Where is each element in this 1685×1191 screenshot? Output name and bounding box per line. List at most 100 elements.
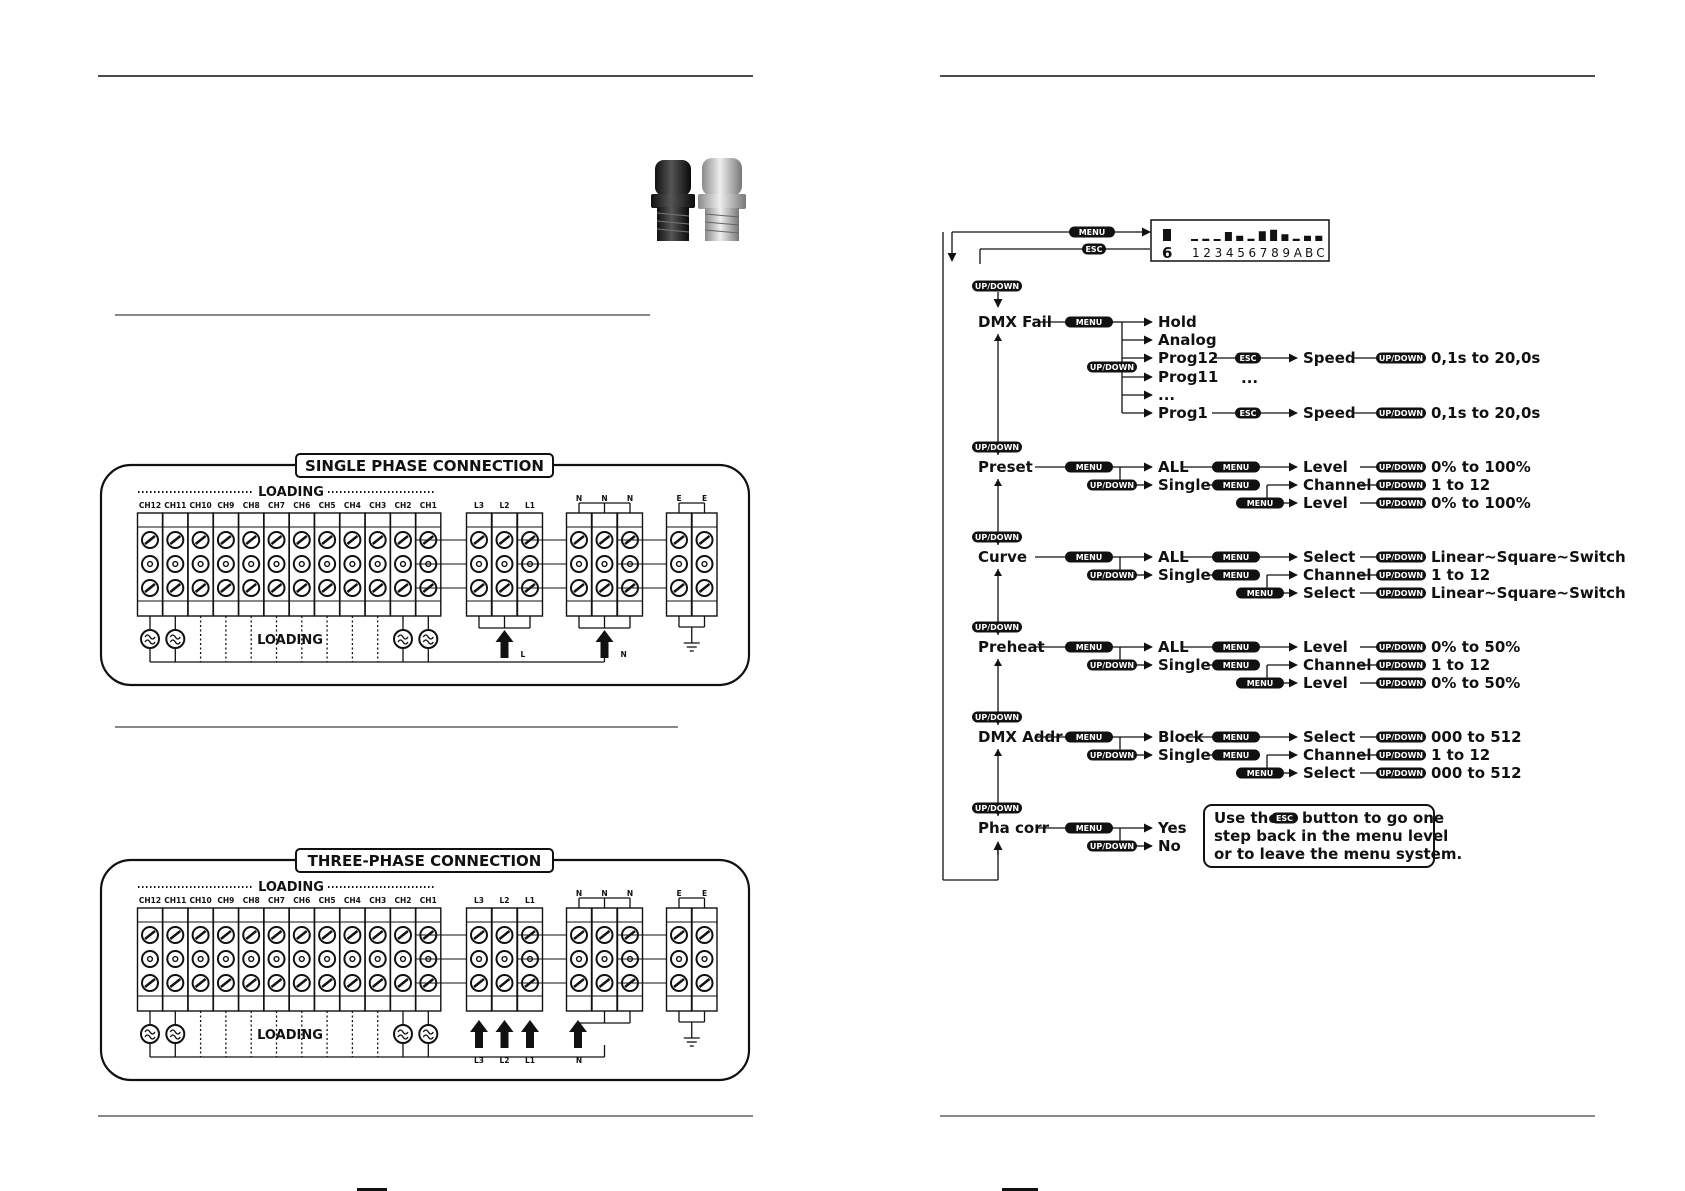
loading-label-bottom: LOADING: [257, 633, 323, 648]
lcd-level-bar: [1304, 235, 1311, 241]
terminal-hole: [349, 560, 356, 568]
menu-key: [1065, 731, 1113, 743]
screw-slot: [598, 535, 611, 545]
terminal-hole: [248, 560, 255, 568]
lcd-level-bar: [1213, 239, 1221, 241]
earth-label: E: [702, 889, 707, 898]
note-line-1b: button to go one: [1302, 809, 1444, 827]
channel-label: CH5: [319, 501, 336, 510]
submenu-param-label: Channel: [1303, 656, 1371, 674]
updown-key-label: UP/DOWN: [1379, 733, 1423, 742]
channel-label: CH9: [217, 501, 234, 510]
updown-key: [1376, 551, 1426, 563]
prog-param-label: Speed: [1303, 349, 1356, 367]
submenu-first-option: ALL: [1158, 548, 1189, 566]
phase-label: L3: [474, 501, 484, 510]
menu-key: [1236, 767, 1284, 779]
screw-slot: [321, 583, 333, 593]
menu-key: [1065, 822, 1113, 834]
screw-slot: [473, 583, 485, 593]
screw-slot: [598, 978, 611, 988]
menu-item-dmx-addr: DMX Addr: [978, 728, 1063, 746]
screw-slot: [346, 930, 359, 940]
lamp-symbol: [393, 629, 413, 649]
menu-key-label: MENU: [1223, 751, 1250, 760]
menu-key: [1236, 497, 1284, 509]
menu-key-label: MENU: [1223, 553, 1250, 562]
neutral-label: N: [601, 494, 607, 503]
screw-slot: [673, 978, 685, 988]
updown-key-label: UP/DOWN: [1379, 499, 1423, 508]
terminal-hole: [399, 560, 407, 568]
screw-slot: [473, 535, 485, 545]
channel-label: CH10: [189, 896, 211, 905]
updown-key: [1087, 659, 1137, 671]
neutral-arrow-label: N: [621, 650, 627, 659]
lamp-filament: [169, 634, 181, 645]
grey-cable-gland: [698, 158, 746, 241]
terminal-screw-mid: [343, 555, 362, 573]
screw-slot: [598, 583, 611, 593]
earth-label: E: [676, 494, 681, 503]
phase-arrow-label: L1: [525, 1056, 535, 1065]
up-arrowhead: [994, 334, 1002, 341]
esc-key-label: ESC: [1085, 245, 1102, 254]
menu-key-label: MENU: [1076, 733, 1103, 742]
updown-key: [972, 441, 1022, 453]
updown-key-label: UP/DOWN: [1379, 751, 1423, 760]
phase-label: L2: [500, 501, 510, 510]
submenu-range-value: Linear~Square~Switch: [1431, 548, 1626, 566]
updown-key: [1087, 749, 1137, 761]
terminal-screw: [670, 555, 688, 573]
terminal-screw: [470, 950, 488, 968]
updown-key: [1376, 479, 1426, 491]
submenu-range-value: 0% to 50%: [1431, 638, 1520, 656]
screw-slot: [698, 978, 711, 988]
channel-label: CH6: [293, 896, 310, 905]
menu-key: [1212, 479, 1260, 491]
screw-slot: [270, 535, 283, 545]
lamp-filament: [397, 1029, 409, 1040]
loading-label-top: LOADING: [258, 880, 324, 895]
screw-slot: [573, 583, 585, 593]
updown-key-label: UP/DOWN: [1090, 661, 1134, 670]
screw-slot: [144, 535, 156, 545]
menu-key: [1212, 749, 1260, 761]
lcd-level-bar: [1224, 232, 1232, 241]
submenu-param-label: Select: [1303, 584, 1355, 602]
phase-arrow-label: L: [521, 650, 526, 659]
submenu-param-label: Channel: [1303, 566, 1371, 584]
esc-key: [1271, 812, 1298, 824]
menu-key-label: MENU: [1223, 733, 1250, 742]
menu-key-label: MENU: [1223, 571, 1250, 580]
lamp-filament: [169, 1029, 181, 1040]
updown-key-label: UP/DOWN: [975, 533, 1019, 542]
pha-corr-option: No: [1158, 837, 1181, 855]
updown-key: [1376, 641, 1426, 653]
screw-slot: [245, 583, 257, 593]
screw-slot: [220, 535, 232, 545]
screw-slot: [698, 930, 711, 940]
screw-slot: [296, 583, 308, 593]
terminal-hole: [475, 560, 483, 568]
neutral-label: N: [576, 889, 582, 898]
terminal-hole: [146, 560, 154, 568]
screw-slot: [296, 930, 308, 940]
channel-label: CH11: [164, 896, 186, 905]
updown-key: [1376, 659, 1426, 671]
screw-slot: [498, 978, 511, 988]
updown-key-label: UP/DOWN: [1090, 363, 1134, 372]
lcd-channel-char: 2: [1203, 246, 1211, 260]
updown-key-label: UP/DOWN: [1379, 769, 1423, 778]
updown-key: [972, 280, 1022, 292]
screw-slot: [169, 535, 182, 545]
terminal-screw-mid: [216, 555, 235, 573]
up-arrowhead: [994, 749, 1002, 756]
updown-key: [972, 531, 1022, 543]
channel-label: CH12: [139, 501, 161, 510]
updown-key-label: UP/DOWN: [1379, 354, 1423, 363]
phase-arrow-label: L3: [474, 1056, 484, 1065]
screw-slot: [144, 583, 156, 593]
submenu-param-label: Level: [1303, 494, 1348, 512]
